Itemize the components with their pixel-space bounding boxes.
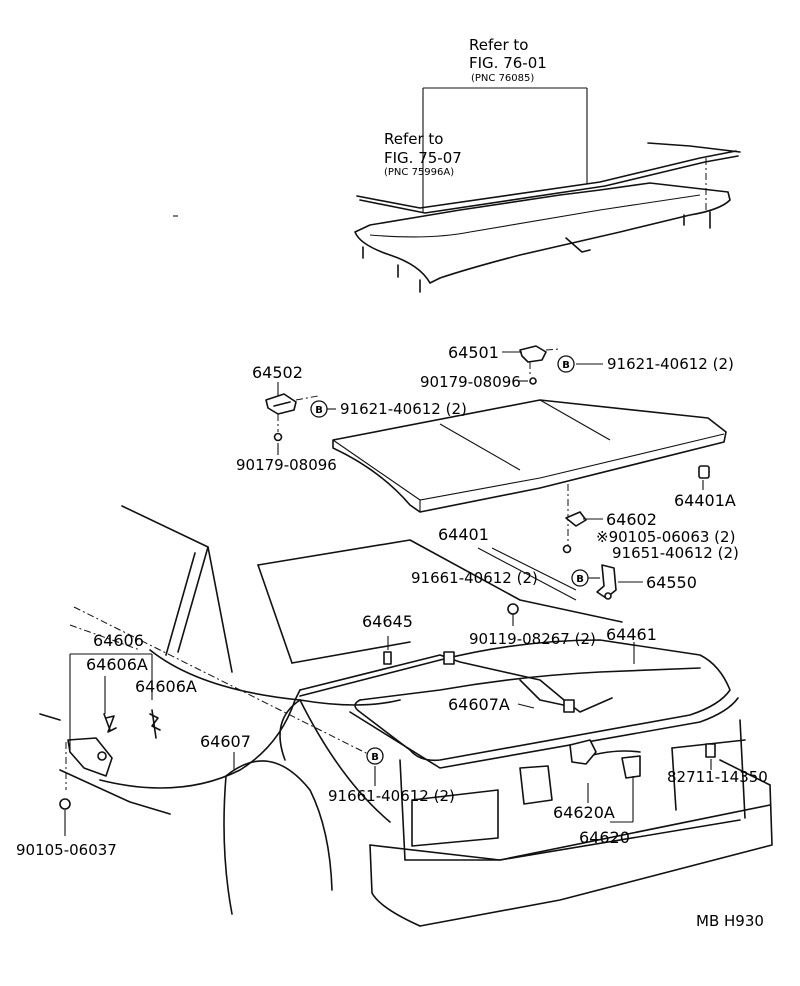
opener-lever-64606 [59,709,161,810]
label-64606A-2: 64606A [135,677,197,696]
car-body [39,505,773,927]
label-64461: 64461 [606,625,657,644]
label-leaders [64,351,712,836]
label-91621-b: 91621-40612 (2) [340,400,467,418]
label-64606: 64606 [93,631,144,650]
ref1-line3: (PNC 76085) [471,73,534,84]
release-cables [99,651,716,789]
bumper-64401A [698,465,710,479]
ref1-line2: FIG. 76-01 [469,54,547,72]
label-91621-a: 91621-40612 (2) [607,355,734,373]
clip-90119 [507,603,519,615]
rear-spoiler [354,142,741,293]
hinge-64501 [519,345,561,385]
label-82711: 82711-14350 [667,768,768,786]
label-64645: 64645 [362,612,413,631]
bolt-badge-3: B [571,569,589,587]
label-91661-a: 91661-40612 (2) [411,569,538,587]
label-64502: 64502 [252,363,303,382]
label-64606A-1: 64606A [86,655,148,674]
ref2-line1: Refer to [384,130,443,148]
label-90119: 90119-08267 (2) [469,630,596,648]
lock-64602 [562,484,587,554]
bracket-64550 [596,564,617,600]
label-90105-06063: ※90105-06063 (2) [596,528,735,546]
svg-text:B: B [562,360,570,371]
hinge-64502 [265,393,319,442]
label-64401: 64401 [438,525,489,544]
label-64607A: 64607A [448,695,510,714]
label-90105-06037: 90105-06037 [16,841,117,859]
label-64620A: 64620A [553,803,615,822]
label-64607: 64607 [200,732,251,751]
svg-text:B: B [315,405,323,416]
label-64401A: 64401A [674,491,736,510]
label-64620: 64620 [579,828,630,847]
label-64602: 64602 [606,510,657,529]
bolt-badge-2: B [310,400,328,418]
label-64501: 64501 [448,343,499,362]
trunk-lid [332,399,727,513]
label-90179-a: 90179-08096 [420,373,521,391]
label-64550: 64550 [646,573,697,592]
label-91651: 91651-40612 (2) [612,544,739,562]
svg-text:B: B [576,574,584,585]
label-90179-b: 90179-08096 [236,456,337,474]
label-91661-b: 91661-40612 (2) [328,787,455,805]
footer-code: MB H930 [696,912,764,930]
reference-leaders [422,87,588,212]
bolt-badge-4: B [366,747,384,765]
bolt-badge-1: B [557,355,575,373]
svg-text:B: B [371,752,379,763]
ref2-line3: (PNC 75996A) [384,167,454,178]
ref1-line1: Refer to [469,36,528,54]
ref2-line2: FIG. 75-07 [384,149,462,167]
